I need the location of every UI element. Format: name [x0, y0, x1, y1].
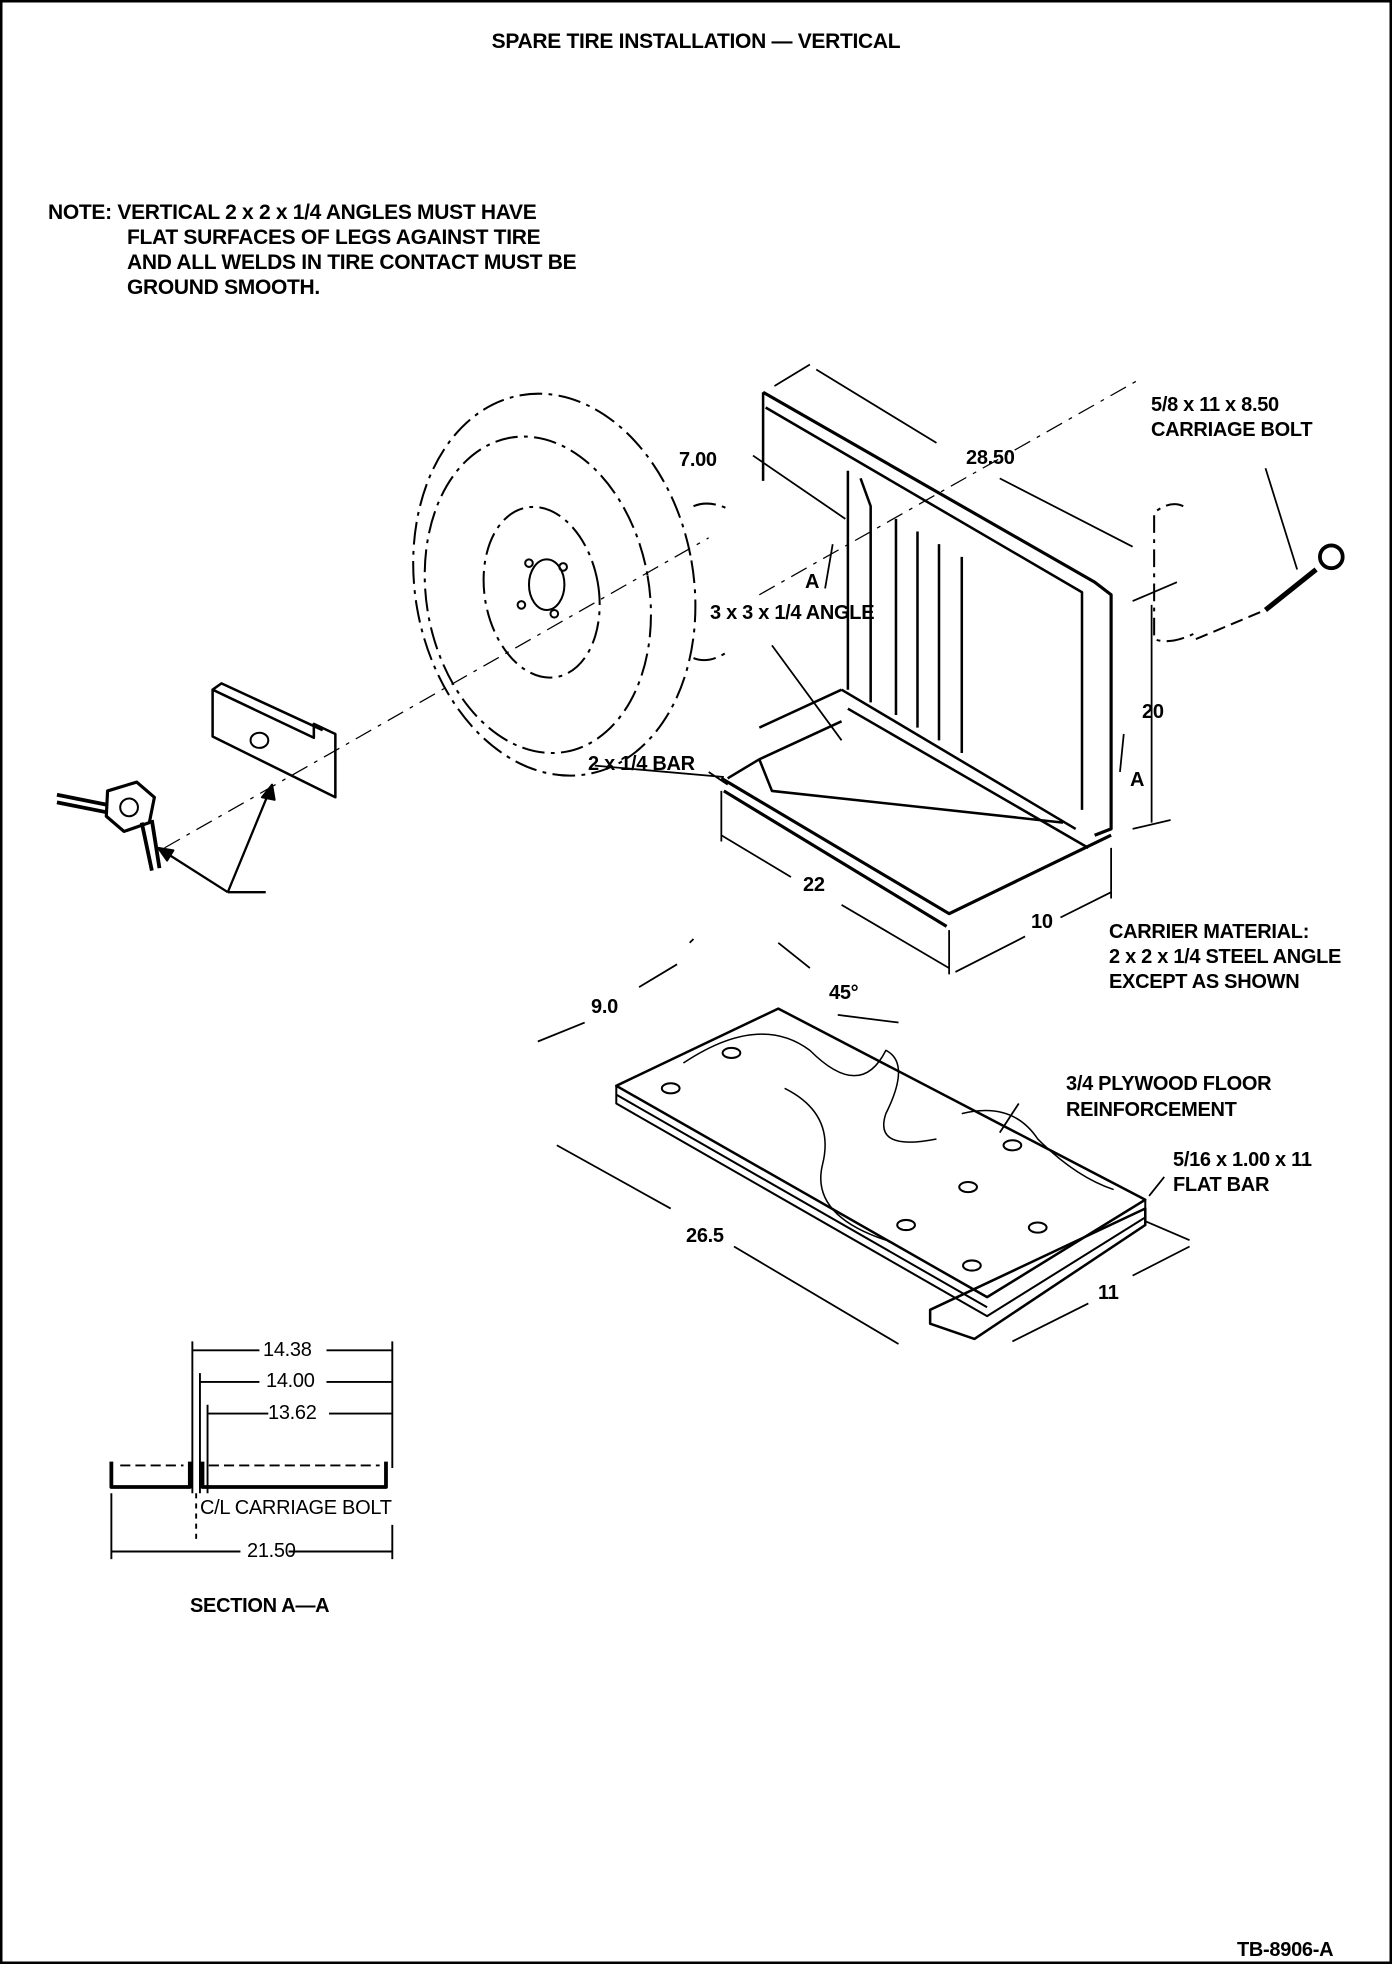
carriage-bolt-icon [1153, 503, 1345, 643]
bar-label: 2 x 1/4 BAR [588, 753, 695, 775]
plywood-floor-reinforcement [615, 1007, 1147, 1318]
dimension-11: 11 [1098, 1282, 1119, 1304]
carrier-material-label: EXCEPT AS SHOWN [1109, 971, 1300, 993]
flat-bar-label: FLAT BAR [1173, 1174, 1270, 1196]
bolt-label: CARRIAGE BOLT [1151, 419, 1313, 441]
dimension-9-0: 9.0 [591, 996, 618, 1018]
angle-label: 3 x 3 x 1/4 ANGLE [710, 602, 875, 624]
dimension-7-00: 7.00 [679, 449, 717, 471]
wheel-hub [516, 558, 568, 619]
section-marker-a: A [805, 571, 820, 593]
dimension-20: 20 [1142, 701, 1164, 723]
centerline-label: C/L CARRIAGE BOLT [200, 1497, 392, 1519]
dimension-22: 22 [803, 874, 825, 896]
note-line: AND ALL WELDS IN TIRE CONTACT MUST BE [127, 251, 577, 274]
section-title: SECTION A—A [190, 1595, 330, 1617]
dimension-26-5: 26.5 [686, 1225, 724, 1247]
flat-bar-label: 5/16 x 1.00 x 11 [1173, 1149, 1312, 1171]
carrier-material-label: 2 x 2 x 1/4 STEEL ANGLE [1109, 946, 1342, 968]
lug-wrench-icon [56, 780, 162, 872]
figure-id: TB-8906-A [1237, 1939, 1334, 1961]
section-a-a-drawing [109, 1341, 394, 1560]
dimension-21-50: 21.50 [247, 1540, 296, 1562]
dimension-28-50: 28.50 [966, 447, 1015, 469]
spare-tire [412, 392, 729, 777]
plywood-label: 3/4 PLYWOOD FLOOR [1066, 1073, 1272, 1095]
bolt-label: 5/8 x 11 x 8.50 [1151, 394, 1279, 416]
installation-note: NOTE: VERTICAL 2 x 2 x 1/4 ANGLES MUST H… [48, 200, 577, 300]
flat-bar [928, 1207, 1147, 1341]
note-line: NOTE: VERTICAL 2 x 2 x 1/4 ANGLES MUST H… [48, 201, 537, 224]
plywood-label: REINFORCEMENT [1066, 1099, 1237, 1121]
section-marker-a: A [1130, 769, 1145, 791]
angle-45: 45° [829, 982, 859, 1004]
leader-lines [157, 784, 274, 894]
page-title: SPARE TIRE INSTALLATION — VERTICAL [491, 30, 901, 53]
plywood-dimension-lines [537, 938, 1190, 1345]
note-line: GROUND SMOOTH. [127, 276, 320, 299]
retainer-plate [211, 682, 337, 799]
note-line: FLAT SURFACES OF LEGS AGAINST TIRE [127, 226, 541, 249]
carrier-material-label: CARRIER MATERIAL: [1109, 921, 1310, 943]
dimension-10: 10 [1031, 911, 1053, 933]
center-line [164, 379, 1140, 849]
dimension-14-38: 14.38 [263, 1339, 312, 1361]
carrier-dimension-lines [594, 363, 1298, 975]
dimension-14-00: 14.00 [266, 1370, 315, 1392]
tire-carrier [720, 390, 1113, 928]
dimension-13-62: 13.62 [268, 1402, 317, 1424]
